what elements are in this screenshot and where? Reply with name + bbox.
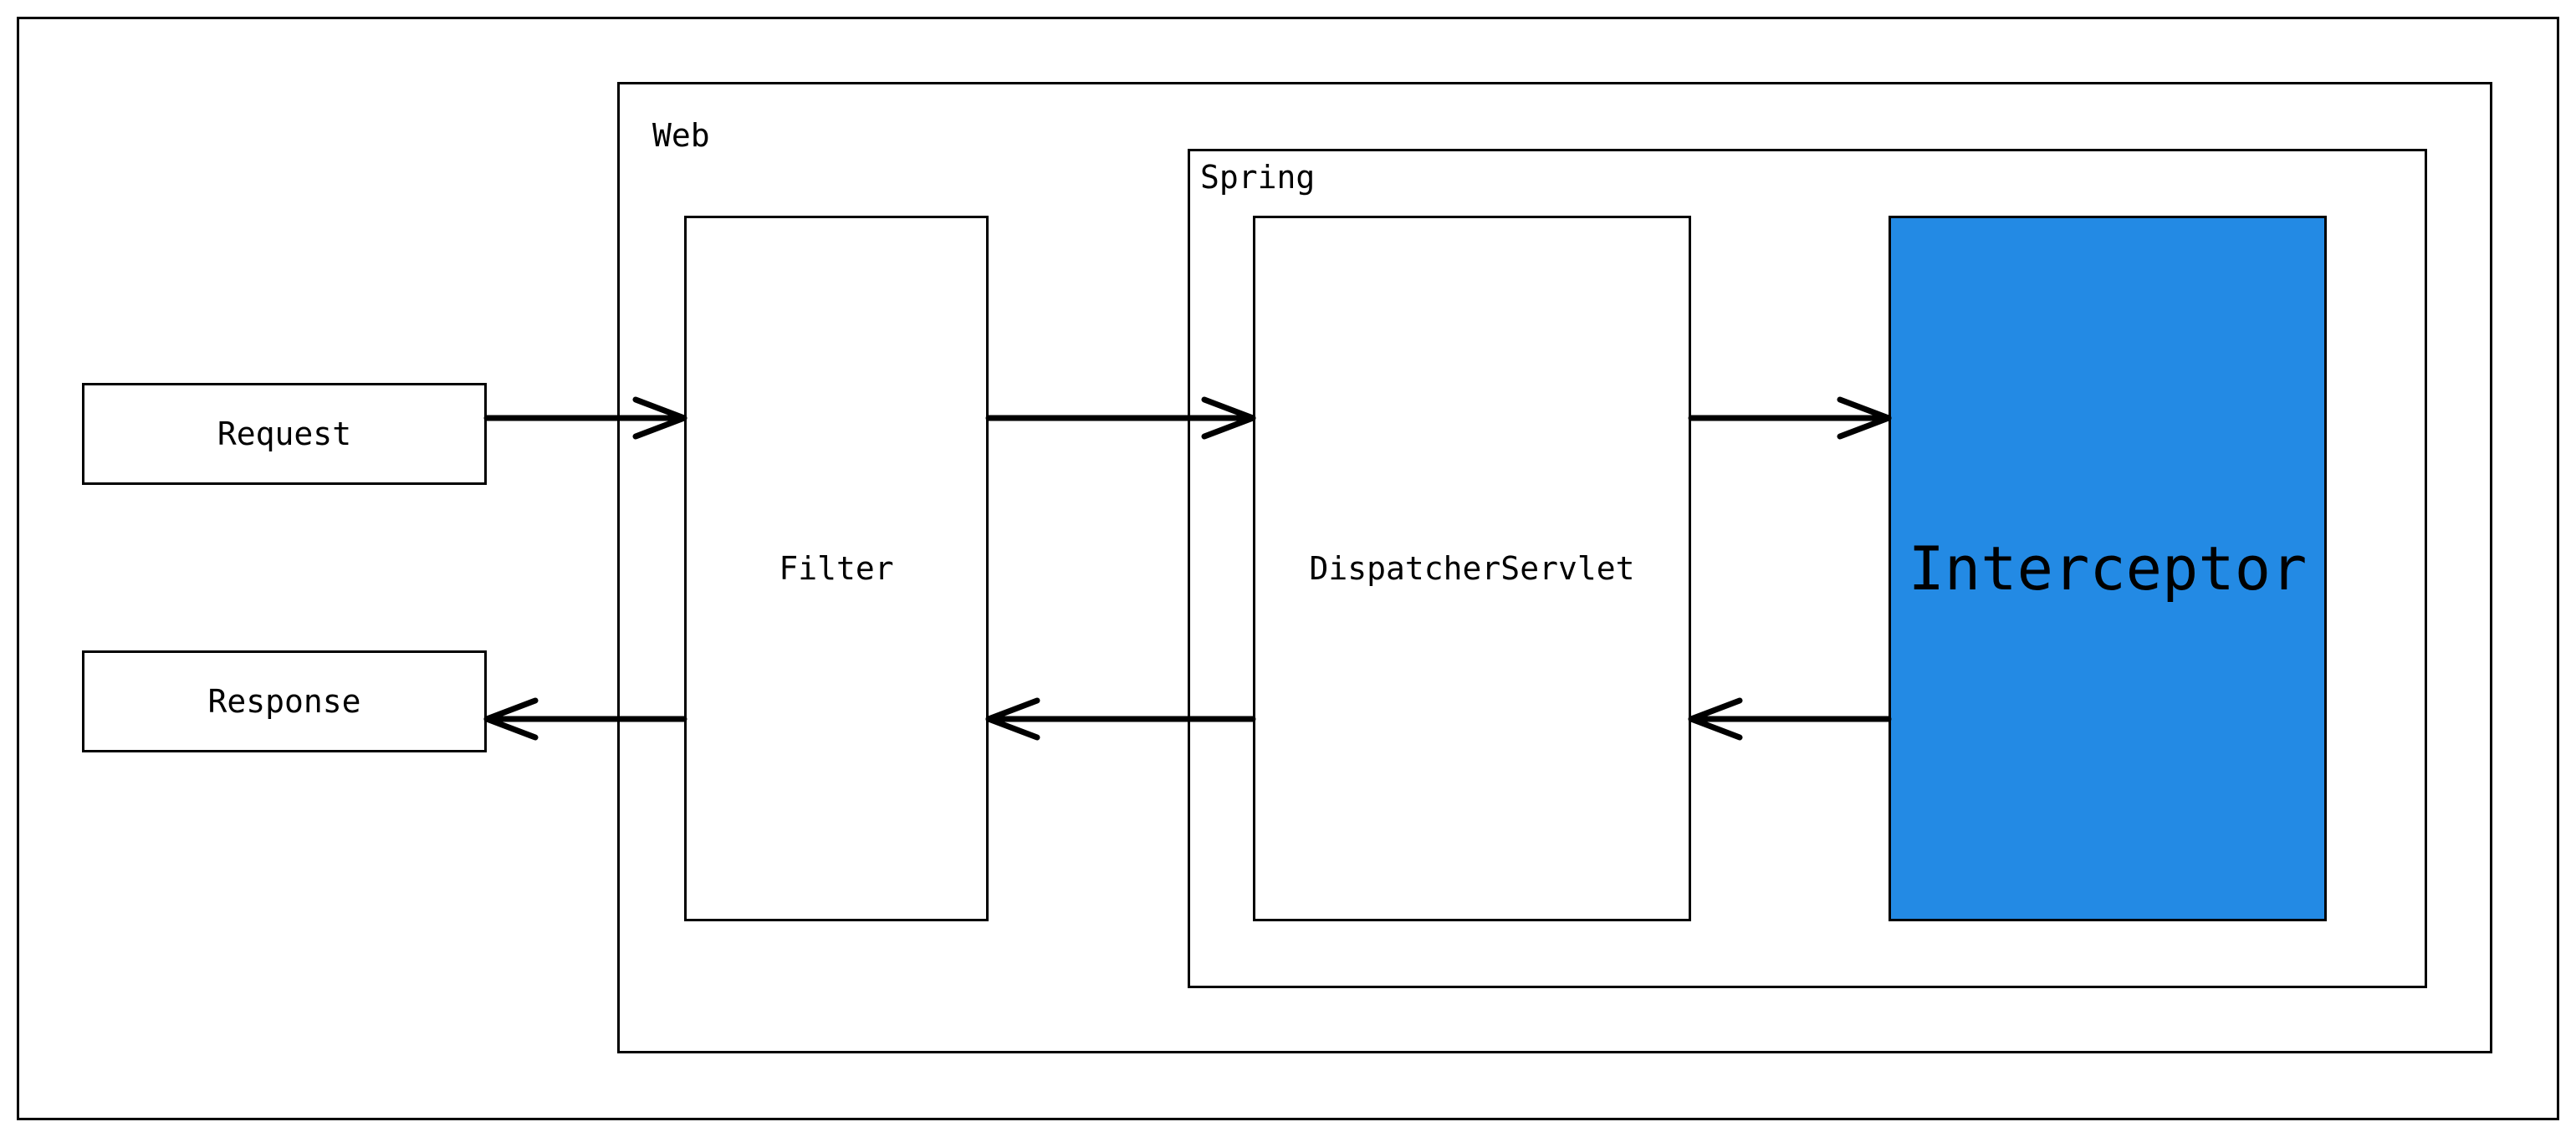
response-label: Response: [207, 683, 361, 720]
dispatcher-servlet-box: DispatcherServlet: [1253, 216, 1691, 921]
filter-label: Filter: [779, 550, 894, 587]
request-label: Request: [217, 416, 352, 452]
interceptor-box: Interceptor: [1889, 216, 2327, 921]
spring-container-label: Spring: [1200, 159, 1316, 196]
request-box: Request: [82, 383, 487, 485]
web-container-label: Web: [652, 117, 710, 154]
interceptor-label: Interceptor: [1908, 533, 2308, 604]
response-box: Response: [82, 650, 487, 752]
filter-box: Filter: [684, 216, 989, 921]
dispatcher-servlet-label: DispatcherServlet: [1309, 550, 1635, 587]
